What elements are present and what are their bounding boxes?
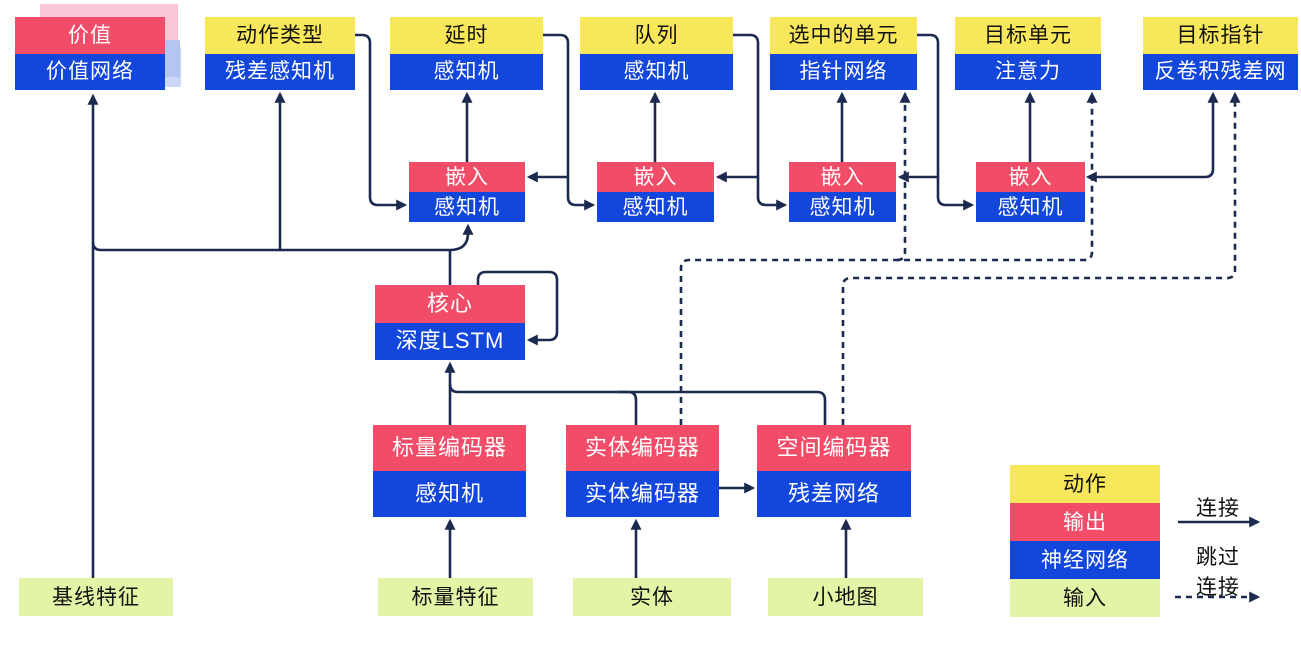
node-embed-4: 嵌入 感知机 [976, 162, 1085, 222]
node-value-head: 价值 价值网络 [15, 17, 165, 90]
input-baseline-features: 基线特征 [19, 578, 173, 616]
node-embed-2: 嵌入 感知机 [597, 162, 714, 222]
input-minimap-label: 小地图 [768, 578, 923, 616]
node-embed-3: 嵌入 感知机 [789, 162, 896, 222]
input-minimap: 小地图 [768, 578, 923, 616]
legend-solid-arrow-label: 连接 [1196, 497, 1240, 520]
node-spatial-encoder-network-label: 残差网络 [757, 471, 911, 517]
legend-dashed-arrow-label-line1: 跳过 [1196, 546, 1240, 569]
node-embed-1: 嵌入 感知机 [409, 162, 525, 222]
conn-delay-to-embed2 [543, 33, 596, 211]
node-embed-1-output-label: 嵌入 [409, 162, 525, 192]
node-value-head-output-label: 价值 [15, 17, 165, 54]
legend-color-key: 动作 输出 神经网络 输入 [1010, 465, 1160, 617]
conn-actiontype-to-embed1 [355, 33, 408, 211]
node-target-unit-action-label: 目标单元 [955, 17, 1101, 54]
legend-action-label: 动作 [1010, 465, 1160, 503]
skip-entity-to-selected [896, 91, 911, 262]
node-embed-3-output-label: 嵌入 [789, 162, 896, 192]
node-target-unit-network-label: 注意力 [955, 53, 1101, 90]
node-spatial-encoder-output-label: 空间编码器 [757, 425, 911, 471]
node-target-point-action-label: 目标指针 [1143, 17, 1298, 54]
input-baseline-features-label: 基线特征 [19, 578, 173, 616]
node-queue-head: 队列 感知机 [580, 17, 733, 90]
node-entity-encoder-output-label: 实体编码器 [566, 425, 719, 471]
node-entity-encoder-network-label: 实体编码器 [566, 471, 719, 517]
node-delay-head: 延时 感知机 [390, 17, 543, 90]
node-delay-action-label: 延时 [390, 17, 543, 54]
node-queue-action-label: 队列 [580, 17, 733, 54]
node-core-output-label: 核心 [375, 285, 525, 323]
node-action-type-action-label: 动作类型 [205, 17, 355, 54]
skip-entity-to-targetunit [679, 91, 1098, 425]
node-embed-3-network-label: 感知机 [789, 192, 896, 222]
node-action-type-network-label: 残差感知机 [205, 53, 355, 90]
node-target-unit-head: 目标单元 注意力 [955, 17, 1101, 90]
input-scalar-features: 标量特征 [378, 578, 533, 616]
conn-entity-bus [618, 390, 638, 425]
node-embed-4-network-label: 感知机 [976, 192, 1085, 222]
input-entities: 实体 [573, 578, 731, 616]
conn-spatial-bus [448, 383, 827, 425]
node-value-head-network-label: 价值网络 [15, 53, 165, 90]
node-embed-1-network-label: 感知机 [409, 192, 525, 222]
legend-dashed-arrow-label-line2: 连接 [1196, 576, 1240, 599]
node-entity-encoder: 实体编码器 实体编码器 [566, 425, 719, 517]
conn-queue-to-embed3 [733, 33, 788, 211]
node-embed-2-output-label: 嵌入 [597, 162, 714, 192]
conn-core-bus-left [91, 241, 450, 252]
node-selected-units-network-label: 指针网络 [770, 53, 917, 90]
node-action-type-head: 动作类型 残差感知机 [205, 17, 355, 90]
node-scalar-encoder-output-label: 标量编码器 [373, 425, 526, 471]
conn-core-self-loop [476, 270, 559, 346]
conn-selected-to-embed4 [917, 33, 975, 211]
legend-network-label: 神经网络 [1010, 541, 1160, 579]
node-scalar-encoder: 标量编码器 感知机 [373, 425, 526, 517]
node-spatial-encoder: 空间编码器 残差网络 [757, 425, 911, 517]
conn-embed4-targetpoint [1085, 91, 1219, 183]
node-target-point-head: 目标指针 反卷积残差网 [1143, 17, 1298, 90]
input-scalar-features-label: 标量特征 [378, 578, 533, 616]
input-entities-label: 实体 [573, 578, 731, 616]
conn-bus-to-embed1 [449, 223, 474, 252]
node-scalar-encoder-network-label: 感知机 [373, 471, 526, 517]
node-delay-network-label: 感知机 [390, 53, 543, 90]
node-core: 核心 深度LSTM [375, 285, 525, 360]
node-selected-units-action-label: 选中的单元 [770, 17, 917, 54]
node-target-point-network-label: 反卷积残差网 [1143, 53, 1298, 90]
node-embed-4-output-label: 嵌入 [976, 162, 1085, 192]
node-selected-units-head: 选中的单元 指针网络 [770, 17, 917, 90]
node-core-network-label: 深度LSTM [375, 322, 525, 360]
legend-output-label: 输出 [1010, 503, 1160, 541]
node-queue-network-label: 感知机 [580, 53, 733, 90]
legend-input-label: 输入 [1010, 579, 1160, 617]
node-embed-2-network-label: 感知机 [597, 192, 714, 222]
